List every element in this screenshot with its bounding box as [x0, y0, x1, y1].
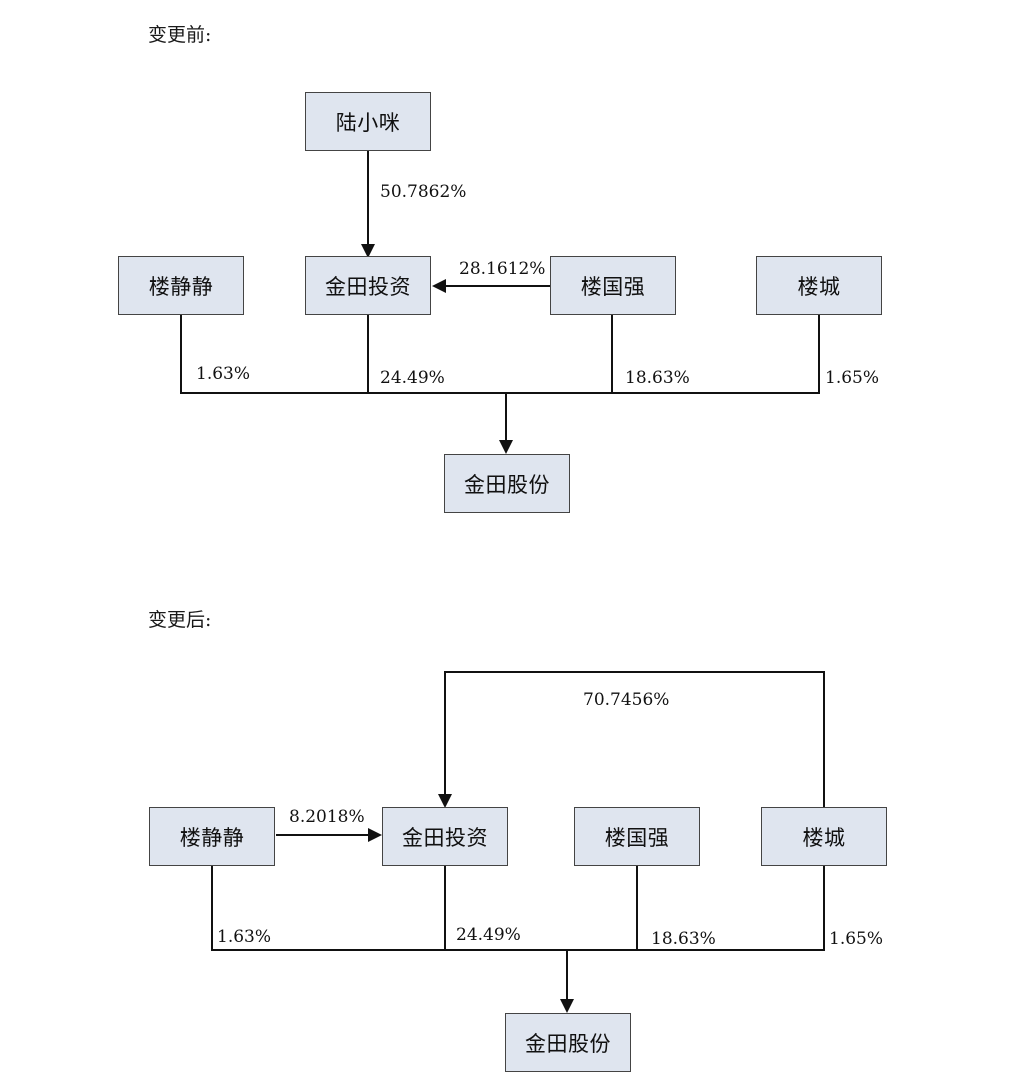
pct-before-touzi-to-gufen: 24.49%	[380, 368, 445, 388]
node-after-lou-cheng: 楼城	[761, 807, 887, 866]
pct-after-loucheng-to-touzi: 70.7456%	[583, 690, 670, 710]
arrowhead-before-luxiaomi-to-touzi	[361, 244, 375, 258]
pct-after-touzi-to-gufen: 24.49%	[456, 925, 521, 945]
node-before-lou-cheng: 楼城	[756, 256, 882, 315]
node-after-lou-guoqiang: 楼国强	[574, 807, 700, 866]
arrowhead-after-bus-to-gufen	[560, 999, 574, 1013]
pct-before-loucheng-to-gufen: 1.65%	[825, 368, 880, 388]
node-after-jintian-gufen: 金田股份	[505, 1013, 631, 1072]
node-before-lou-jingjing: 楼静静	[118, 256, 244, 315]
before-section-label: 变更前:	[148, 24, 212, 46]
arrowhead-after-loucheng-to-touzi	[438, 794, 452, 808]
pct-after-louguoqiang-to-gufen: 18.63%	[651, 929, 716, 949]
arrowhead-before-bus-to-gufen	[499, 440, 513, 454]
node-before-jintian-gufen: 金田股份	[444, 454, 570, 513]
pct-after-loujingjing-to-touzi: 8.2018%	[289, 807, 365, 827]
node-after-lou-jingjing: 楼静静	[149, 807, 275, 866]
edge-after-loucheng-to-touzi	[444, 671, 825, 807]
node-after-jintian-touzi: 金田投资	[382, 807, 508, 866]
node-before-lou-guoqiang: 楼国强	[550, 256, 676, 315]
pct-before-louguoqiang-to-touzi: 28.1612%	[459, 259, 546, 279]
pct-after-loujingjing-to-gufen: 1.63%	[217, 927, 272, 947]
pct-before-loujingjing-to-gufen: 1.63%	[196, 364, 251, 384]
node-before-jintian-touzi: 金田投资	[305, 256, 431, 315]
pct-before-louguoqiang-to-gufen: 18.63%	[625, 368, 690, 388]
arrowhead-after-loujingjing-to-touzi	[368, 828, 382, 842]
arrowhead-before-louguoqiang-to-touzi	[432, 279, 446, 293]
node-before-lu-xiaomi: 陆小咪	[305, 92, 431, 151]
pct-before-luxiaomi-to-touzi: 50.7862%	[380, 182, 467, 202]
pct-after-loucheng-to-gufen: 1.65%	[829, 929, 884, 949]
after-section-label: 变更后:	[148, 609, 212, 631]
